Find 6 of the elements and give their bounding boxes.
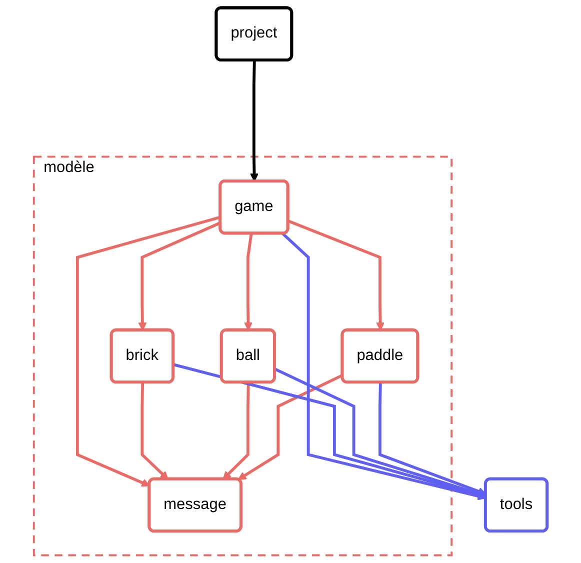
arrow: [288, 220, 385, 331]
arrow: [250, 60, 259, 182]
arrow: [76, 216, 221, 487]
arrow: [140, 382, 168, 480]
arrow: [222, 382, 250, 480]
arrow: [244, 233, 253, 331]
